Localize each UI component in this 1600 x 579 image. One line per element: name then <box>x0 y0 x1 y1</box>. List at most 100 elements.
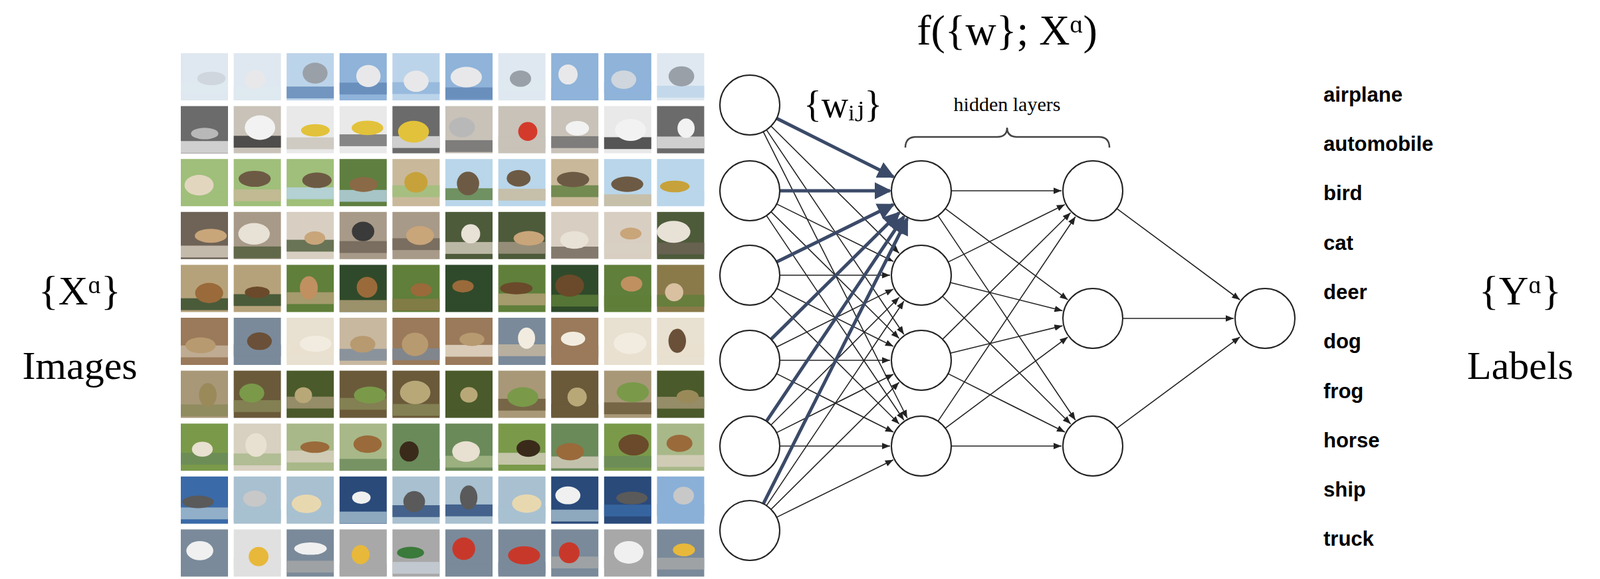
image-ground <box>233 189 282 202</box>
image-thumbnail <box>604 264 652 312</box>
image-object <box>244 69 265 90</box>
image-thumbnail <box>180 106 229 154</box>
image-ground <box>604 242 652 255</box>
image-thumbnail <box>445 529 493 577</box>
image-ground <box>445 563 493 575</box>
image-ground <box>339 458 387 471</box>
image-thumbnail <box>551 106 599 154</box>
image-ground <box>656 557 704 570</box>
image-object <box>677 118 695 138</box>
image-object <box>410 283 433 297</box>
weight-label: {wᵢⱼ} <box>803 84 883 126</box>
image-thumbnail <box>339 53 387 101</box>
image-thumbnail <box>445 158 493 207</box>
image-thumbnail <box>551 158 599 207</box>
image-object <box>403 70 429 92</box>
image-object <box>402 332 429 356</box>
image-object <box>239 383 265 403</box>
image-ground <box>498 188 546 201</box>
weight-connection <box>942 212 1071 340</box>
image-object <box>238 223 270 245</box>
neuron <box>891 416 952 476</box>
image-ground <box>551 509 599 522</box>
image-thumbnail <box>286 423 334 471</box>
image-thumbnail <box>233 53 282 101</box>
image-thumbnail <box>392 370 440 419</box>
image-ground <box>604 456 652 468</box>
image-object <box>666 434 693 453</box>
weight-connection <box>945 337 1068 429</box>
image-object <box>302 172 332 189</box>
image-thumbnail <box>392 317 440 365</box>
image-object <box>351 221 375 241</box>
image-object <box>195 283 224 304</box>
image-object <box>356 65 381 88</box>
image-object <box>613 332 647 354</box>
image-object <box>664 283 684 302</box>
image-object <box>511 494 542 514</box>
weight-connection <box>766 129 905 335</box>
image-thumbnail <box>339 529 387 577</box>
image-ground <box>233 509 282 522</box>
image-object <box>668 66 695 87</box>
image-thumbnail <box>392 106 440 154</box>
image-ground <box>392 404 440 417</box>
image-object <box>302 62 328 84</box>
image-object <box>499 282 533 295</box>
image-thumbnail <box>604 317 652 365</box>
image-ground <box>551 294 599 307</box>
image-thumbnail <box>392 53 440 101</box>
neuron <box>891 245 952 306</box>
image-object <box>194 228 227 243</box>
image-ground <box>180 561 229 574</box>
image-thumbnail <box>392 158 440 207</box>
image-thumbnail <box>445 423 493 471</box>
image-ground <box>656 455 704 468</box>
image-ground <box>180 245 229 258</box>
image-thumbnail <box>604 529 652 577</box>
image-object <box>398 120 430 143</box>
image-object <box>672 543 695 557</box>
image-object <box>506 170 531 187</box>
image-object <box>294 542 328 556</box>
image-thumbnail <box>498 212 546 260</box>
image-thumbnail <box>233 264 282 312</box>
image-thumbnail <box>604 423 652 471</box>
image-object <box>614 118 647 141</box>
image-thumbnail <box>498 53 546 101</box>
image-ground <box>339 299 387 312</box>
image-ground <box>445 344 493 357</box>
image-object <box>450 67 482 88</box>
image-ground <box>339 241 387 254</box>
image-ground <box>498 293 546 306</box>
image-thumbnail <box>656 158 704 207</box>
neuron <box>719 416 780 476</box>
image-thumbnail <box>445 53 493 101</box>
image-object <box>244 115 276 141</box>
image-object <box>513 231 545 246</box>
image-object <box>509 70 532 88</box>
image-ground <box>286 187 334 200</box>
highlighted-weight <box>763 218 908 504</box>
image-object <box>560 231 589 250</box>
image-object <box>452 537 476 561</box>
image-thumbnail <box>286 106 334 154</box>
image-ground <box>445 296 493 309</box>
image-thumbnail <box>286 264 334 312</box>
weight-connection <box>1122 317 1234 320</box>
image-thumbnail <box>498 317 546 365</box>
image-thumbnail <box>656 529 704 577</box>
image-thumbnail <box>498 106 546 154</box>
image-object <box>507 387 539 408</box>
labels-label: Labels <box>1467 343 1574 388</box>
image-object <box>517 327 536 349</box>
image-object <box>244 286 270 299</box>
image-thumbnail <box>551 264 599 312</box>
image-object <box>618 434 649 456</box>
image-thumbnail <box>339 423 387 471</box>
image-thumbnail <box>180 264 229 312</box>
image-object <box>294 386 312 403</box>
neuron <box>719 160 780 221</box>
weight-connection <box>951 190 1062 192</box>
highlighted-weight <box>779 189 891 193</box>
